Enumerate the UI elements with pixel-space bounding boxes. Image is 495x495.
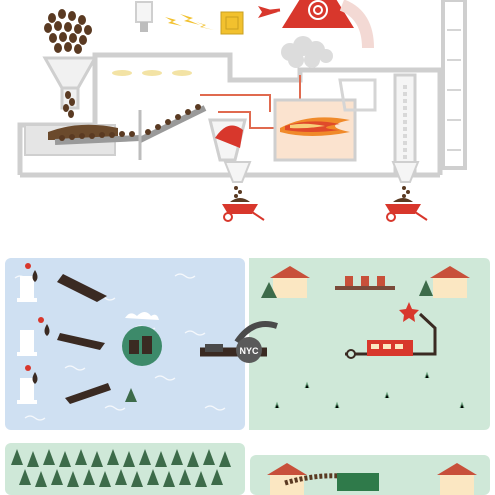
wheelbarrow-icon	[222, 198, 265, 222]
roof-lights	[112, 70, 192, 76]
log-truck-icon	[284, 473, 379, 491]
power-plant-diagram	[17, 0, 467, 222]
coal-pile-icon	[44, 9, 92, 54]
falling-coal	[63, 91, 75, 118]
solar-chip-icon	[220, 11, 244, 35]
oil-drop-red	[25, 263, 44, 371]
oil-transport-diagram: NYC	[5, 258, 490, 430]
wheelbarrow-icon	[385, 198, 428, 222]
conveyor-icon	[54, 104, 207, 160]
star-icon	[399, 302, 419, 322]
return-arrow-icon	[339, 0, 374, 49]
ash-chute-right	[391, 161, 420, 198]
lightbulb-icon	[135, 1, 153, 32]
oil-drop-icon	[32, 270, 50, 384]
oil-rig-icon	[17, 276, 37, 404]
wave-lines	[14, 273, 226, 421]
barrel-icon	[122, 312, 162, 366]
barrel-row-icon	[335, 276, 395, 290]
pine-tree-icon	[125, 280, 433, 402]
bus-icon	[367, 340, 413, 356]
oil-tanker-icon	[57, 274, 111, 404]
ash-chute-left	[223, 161, 252, 198]
grass-ticks	[274, 371, 465, 409]
oil-to-nyc-panel: NYC	[5, 258, 490, 430]
coal-power-plant-panel	[0, 0, 495, 240]
lightning-bolt-icon	[165, 14, 214, 30]
land-triangle	[249, 354, 345, 430]
nyc-badge: NYC	[236, 337, 262, 363]
forest-to-town-panel	[5, 443, 490, 495]
furnace-flame-icon	[273, 98, 357, 162]
house-icon	[270, 266, 470, 298]
forest-diagram	[5, 443, 490, 495]
pulverizer-icon	[208, 118, 247, 162]
warning-target-icon	[282, 0, 354, 28]
nyc-label: NYC	[239, 346, 259, 356]
smokestack-icon	[441, 0, 467, 170]
pine-tree-icon	[11, 449, 231, 487]
smoke-cloud-icon	[281, 36, 333, 68]
